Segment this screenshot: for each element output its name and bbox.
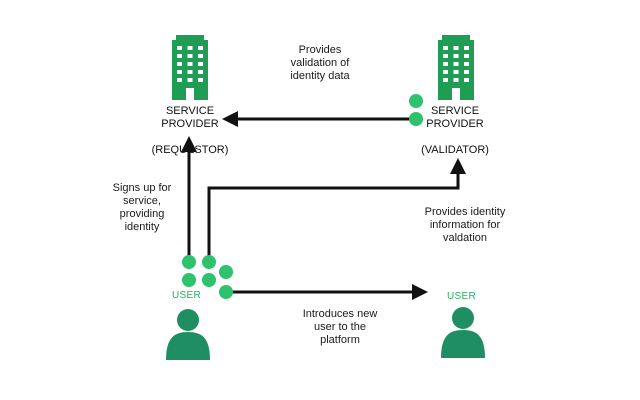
requestor-label: SERVICE PROVIDER [140, 105, 240, 131]
signup-text-4: identity [124, 221, 160, 233]
validator-dot-bottom [409, 112, 423, 126]
requestor-role: (REQUESTOR) [151, 144, 229, 156]
requestor-line2: PROVIDER [161, 118, 219, 130]
signup-text-1: Signs up for [112, 182, 172, 194]
signup-edge-label: Signs up for service, providing identity [102, 182, 182, 234]
introduces-edge-label: Introduces new user to the platform [290, 308, 390, 347]
validator-dot-top [409, 94, 423, 108]
validation-text-3: identity data [290, 70, 350, 82]
validator-role: (VALIDATOR) [421, 144, 489, 156]
user-dot-4 [202, 273, 216, 287]
validation-arrow [222, 111, 412, 127]
signup-arrow [181, 136, 197, 262]
introduces-arrow [228, 284, 428, 300]
user-dot-3 [182, 273, 196, 287]
user-dot-5 [219, 265, 233, 279]
user-dot-2 [202, 255, 216, 269]
introduces-text-3: platform [320, 334, 360, 346]
left-user-label: USER [172, 290, 201, 301]
validator-label: SERVICE PROVIDER [405, 105, 505, 131]
user-dot-1 [182, 255, 196, 269]
validation-text-2: validation of [290, 57, 350, 69]
identity-info-text-1: Provides identity [424, 206, 506, 218]
validation-edge-label: Provides validation of identity data [270, 44, 370, 83]
identity-info-edge-label: Provides identity information for valdat… [410, 206, 520, 245]
validation-text-1: Provides [298, 44, 342, 56]
validator-line2: PROVIDER [426, 118, 484, 130]
signup-text-3: providing [119, 208, 165, 220]
right-user-person-icon [441, 307, 485, 358]
introduces-text-1: Introduces new [302, 308, 378, 320]
validator-line1: SERVICE [430, 105, 480, 117]
identity-info-arrow [207, 158, 466, 262]
requestor-building-icon [172, 35, 208, 100]
identity-info-text-2: information for [429, 219, 501, 231]
right-user-label: USER [447, 291, 476, 302]
left-user-person-icon [166, 309, 210, 360]
connector-dots [182, 94, 423, 299]
signup-text-2: service, [123, 195, 161, 207]
requestor-line1: SERVICE [165, 105, 215, 117]
validator-building-icon [438, 35, 474, 100]
identity-info-text-3: valdation [442, 232, 488, 244]
user-dot-6 [219, 285, 233, 299]
introduces-text-2: user to the [314, 321, 366, 333]
